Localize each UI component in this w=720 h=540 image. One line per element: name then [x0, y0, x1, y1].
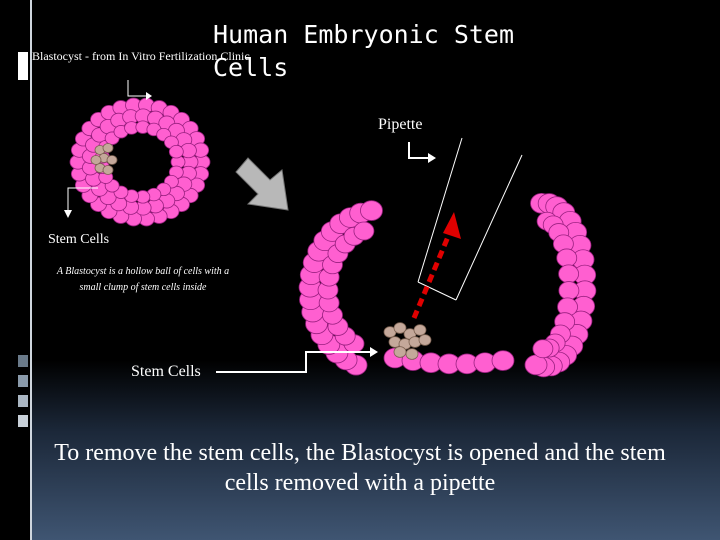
- cell: [102, 165, 114, 175]
- pipette: [417, 137, 523, 301]
- pipette-label: Pipette: [378, 116, 423, 133]
- cell: [353, 221, 375, 241]
- gray-arrow: [235, 157, 289, 211]
- stem-cells-label-large: Stem Cells: [131, 363, 201, 380]
- cell: [393, 322, 407, 334]
- red-arrow-head: [443, 212, 461, 239]
- cell: [168, 144, 184, 159]
- cell: [558, 264, 580, 284]
- blastocyst-caption: Blastocyst - from In Vitro Fertilization…: [32, 49, 250, 63]
- cell: [413, 324, 427, 336]
- cell: [405, 348, 419, 360]
- cell: [102, 143, 114, 153]
- stem-cell-clump-small: [90, 143, 118, 175]
- stem-cell-clump-large: [383, 322, 432, 360]
- decorative-strip: [0, 0, 30, 540]
- cell: [491, 350, 515, 371]
- cell: [558, 281, 580, 300]
- deco-square: [18, 415, 28, 427]
- deco-square: [18, 395, 28, 407]
- deco-square: [18, 375, 28, 387]
- callout-stem-small: [67, 187, 98, 214]
- cell: [532, 339, 554, 359]
- deco-square: [18, 355, 28, 367]
- red-dashed-arrow-line: [411, 231, 453, 319]
- cell: [360, 200, 383, 221]
- blastocyst-whole: [69, 97, 211, 227]
- slide-edge: [30, 0, 32, 540]
- cell: [418, 334, 432, 346]
- deco-square: [18, 52, 28, 80]
- blastocyst-opened: [298, 193, 597, 378]
- stem-cells-label-small: Stem Cells: [48, 232, 110, 247]
- cell: [90, 155, 102, 165]
- cell: [106, 155, 118, 165]
- callout-blastocyst: [127, 80, 146, 97]
- main-caption: To remove the stem cells, the Blastocyst…: [54, 440, 666, 496]
- cell: [393, 346, 407, 358]
- blastocyst-note: A Blastocyst is a hollow ball of cells w…: [56, 266, 230, 293]
- cell: [556, 248, 578, 268]
- callout-stem-large: [216, 351, 370, 373]
- slide-title: Human Embryonic Stem Cells: [213, 20, 515, 82]
- callout-pipette: [408, 142, 428, 159]
